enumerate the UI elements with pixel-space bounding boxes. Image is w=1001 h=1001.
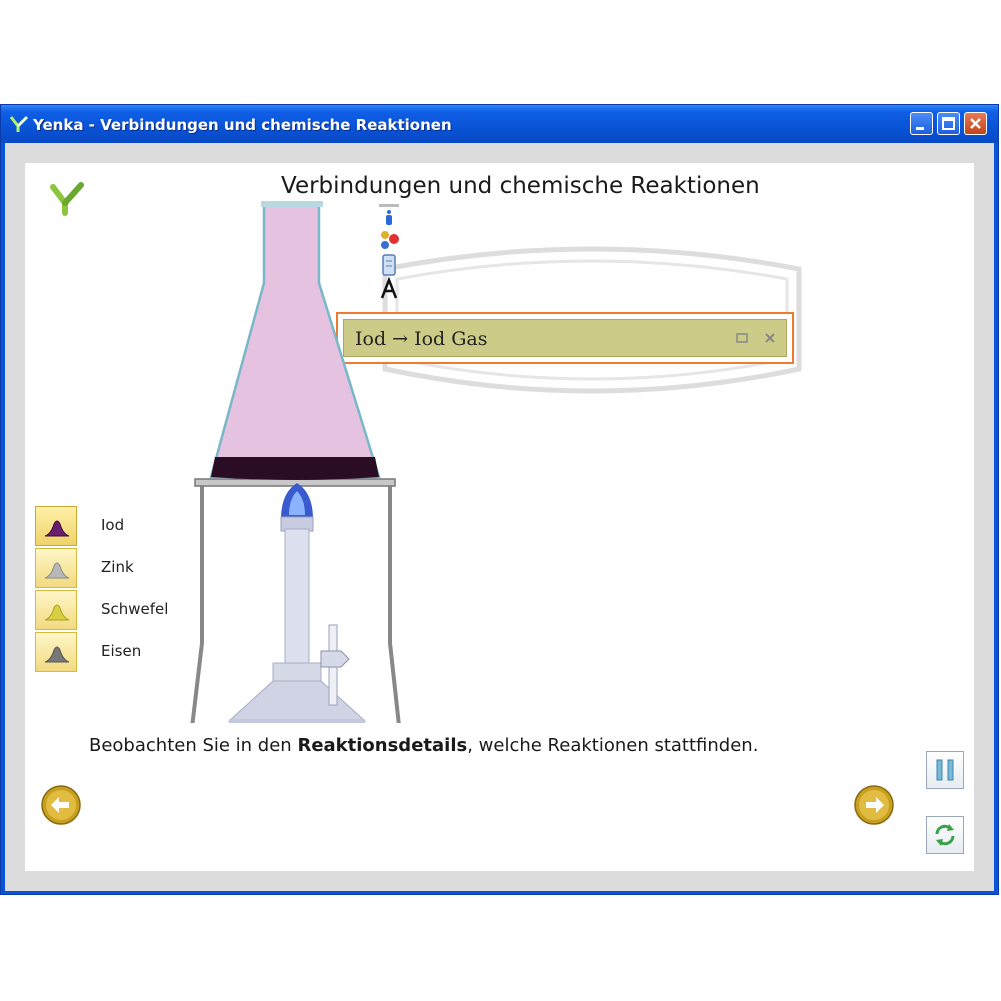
gas-valve-slider[interactable]: [320, 624, 350, 706]
molecule-icon[interactable]: [377, 228, 401, 252]
info-icon[interactable]: [377, 203, 401, 227]
erlenmeyer-flask[interactable]: [209, 201, 381, 480]
client-area: Verbindungen und chemische Reaktionen: [5, 143, 994, 891]
schwefel-pile-icon: [44, 604, 70, 621]
reaction-text: Iod → Iod Gas: [355, 328, 488, 350]
close-icon: [970, 118, 981, 129]
panel-close-icon[interactable]: [762, 330, 778, 346]
instruction-bold[interactable]: Reaktionsdetails: [297, 735, 468, 756]
next-page-button[interactable]: [854, 785, 894, 825]
yenka-logo-icon: [9, 115, 29, 132]
zink-pile-icon: [44, 562, 70, 579]
minimize-icon: [916, 127, 924, 130]
page-title: Verbindungen und chemische Reaktionen: [281, 173, 760, 199]
reset-button[interactable]: [926, 816, 964, 854]
pause-icon: [936, 759, 954, 781]
maximize-icon: [942, 117, 955, 130]
iod-pile-icon: [44, 520, 70, 537]
maximize-button[interactable]: [937, 112, 960, 135]
bunsen-burner[interactable]: [227, 516, 367, 723]
substance-button-iod[interactable]: [35, 506, 77, 546]
substance-selector: Iod Zink Schwefel Eisen: [35, 506, 168, 676]
apparatus: [190, 201, 401, 723]
panel-maximize-icon[interactable]: [734, 330, 750, 346]
pause-button[interactable]: [926, 751, 964, 789]
instruction-text: Beobachten Sie in den Reaktionsdetails, …: [89, 735, 758, 756]
instruction-after: , welche Reaktionen stattfinden.: [467, 735, 759, 756]
reaction-details-body: Iod → Iod Gas: [343, 319, 787, 357]
beaker-icon[interactable]: [377, 253, 401, 277]
title-bar[interactable]: Yenka - Verbindungen und chemische Reakt…: [1, 105, 998, 143]
arrow-right-icon: [866, 797, 884, 813]
substance-button-zink[interactable]: [35, 548, 77, 588]
substance-label-schwefel: Schwefel: [101, 600, 169, 618]
substance-button-eisen[interactable]: [35, 632, 77, 672]
window-title: Yenka - Verbindungen und chemische Reakt…: [33, 116, 452, 134]
substance-button-schwefel[interactable]: [35, 590, 77, 630]
instruction-before: Beobachten Sie in den: [89, 735, 298, 756]
close-button[interactable]: [964, 112, 987, 135]
reaction-details-panel[interactable]: Iod → Iod Gas: [336, 312, 794, 364]
app-window: Yenka - Verbindungen und chemische Reakt…: [0, 104, 999, 895]
substance-label-iod: Iod: [101, 516, 125, 534]
arrow-left-icon: [51, 797, 69, 813]
refresh-icon: [935, 824, 955, 846]
minimize-button[interactable]: [910, 112, 933, 135]
yenka-logo-icon: [50, 182, 84, 216]
substance-label-eisen: Eisen: [101, 642, 142, 660]
text-icon[interactable]: [377, 277, 401, 301]
previous-page-button[interactable]: [41, 785, 81, 825]
simulation-stage: Verbindungen und chemische Reaktionen: [25, 163, 974, 871]
substance-label-zink: Zink: [101, 558, 134, 576]
eisen-pile-icon: [44, 646, 70, 663]
burner-flame: [281, 483, 313, 519]
